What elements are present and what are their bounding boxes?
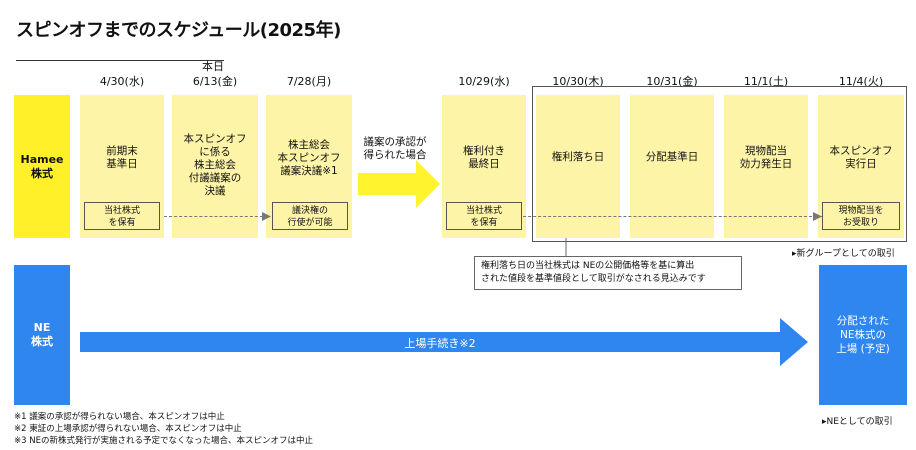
event-column-board-resolution: 本スピンオフに係る株主総会付議議案の決議 [172,95,258,238]
event-column-dividend-effective: 現物配当効力発生日 [724,95,808,238]
date-header: 4/30(水) [99,75,145,88]
date-header: 10/31(金) [646,75,698,88]
receive-dividend-box: 現物配当をお受取り [822,202,900,230]
ne-trading-note: ▸NEとしての取引 [822,417,893,427]
hold-shares-box: 当社株式を保有 [446,202,522,230]
hold-shares-box: 当社株式を保有 [84,202,160,230]
voting-rights-box: 議決権の行使が可能 [272,202,348,230]
footnote: ※3 NEの新株式発行が実施される予定でなくなった場合、本スピンオフは中止 [14,436,313,446]
date-header: 10/29(水) [458,75,510,88]
date-header: 11/1(土) [743,75,789,88]
approval-arrow-icon [358,160,440,208]
date-header: 10/30(木) [552,75,604,88]
event-column-ex-rights-date: 権利落ち日 [536,95,620,238]
date-header: 7/28(月) [286,75,332,88]
new-group-frame [532,86,907,242]
today-label: 本日 [202,60,224,73]
listing-process-label: 上場手続き※2 [404,337,476,350]
page-title: スピンオフまでのスケジュール(2025年) [16,20,341,41]
ex-rights-callout: 権利落ち日の当社株式は NEの公開価格等を基に算出された値段を基準値段として取引… [474,256,742,290]
listing-process-arrow-icon [80,318,808,366]
dashed-connector [498,216,822,217]
arrowhead-icon [262,212,271,221]
dashed-connector [164,216,268,217]
footnote: ※2 東証の上場承認が得られない場合、本スピンオフは中止 [14,424,242,434]
date-header: 6/13(金) [192,75,238,88]
date-header: 11/4(火) [838,75,884,88]
callout-pointer [565,238,567,256]
event-column-record-date: 分配基準日 [630,95,714,238]
arrowhead-icon [813,212,822,221]
new-group-note: ▸新グループとしての取引 [792,249,895,259]
title-underline [16,60,224,61]
footnote: ※1 議案の承認が得られない場合、本スピンオフは中止 [14,412,225,422]
approval-arrow-label: 議案の承認が得られた場合 [363,136,427,161]
